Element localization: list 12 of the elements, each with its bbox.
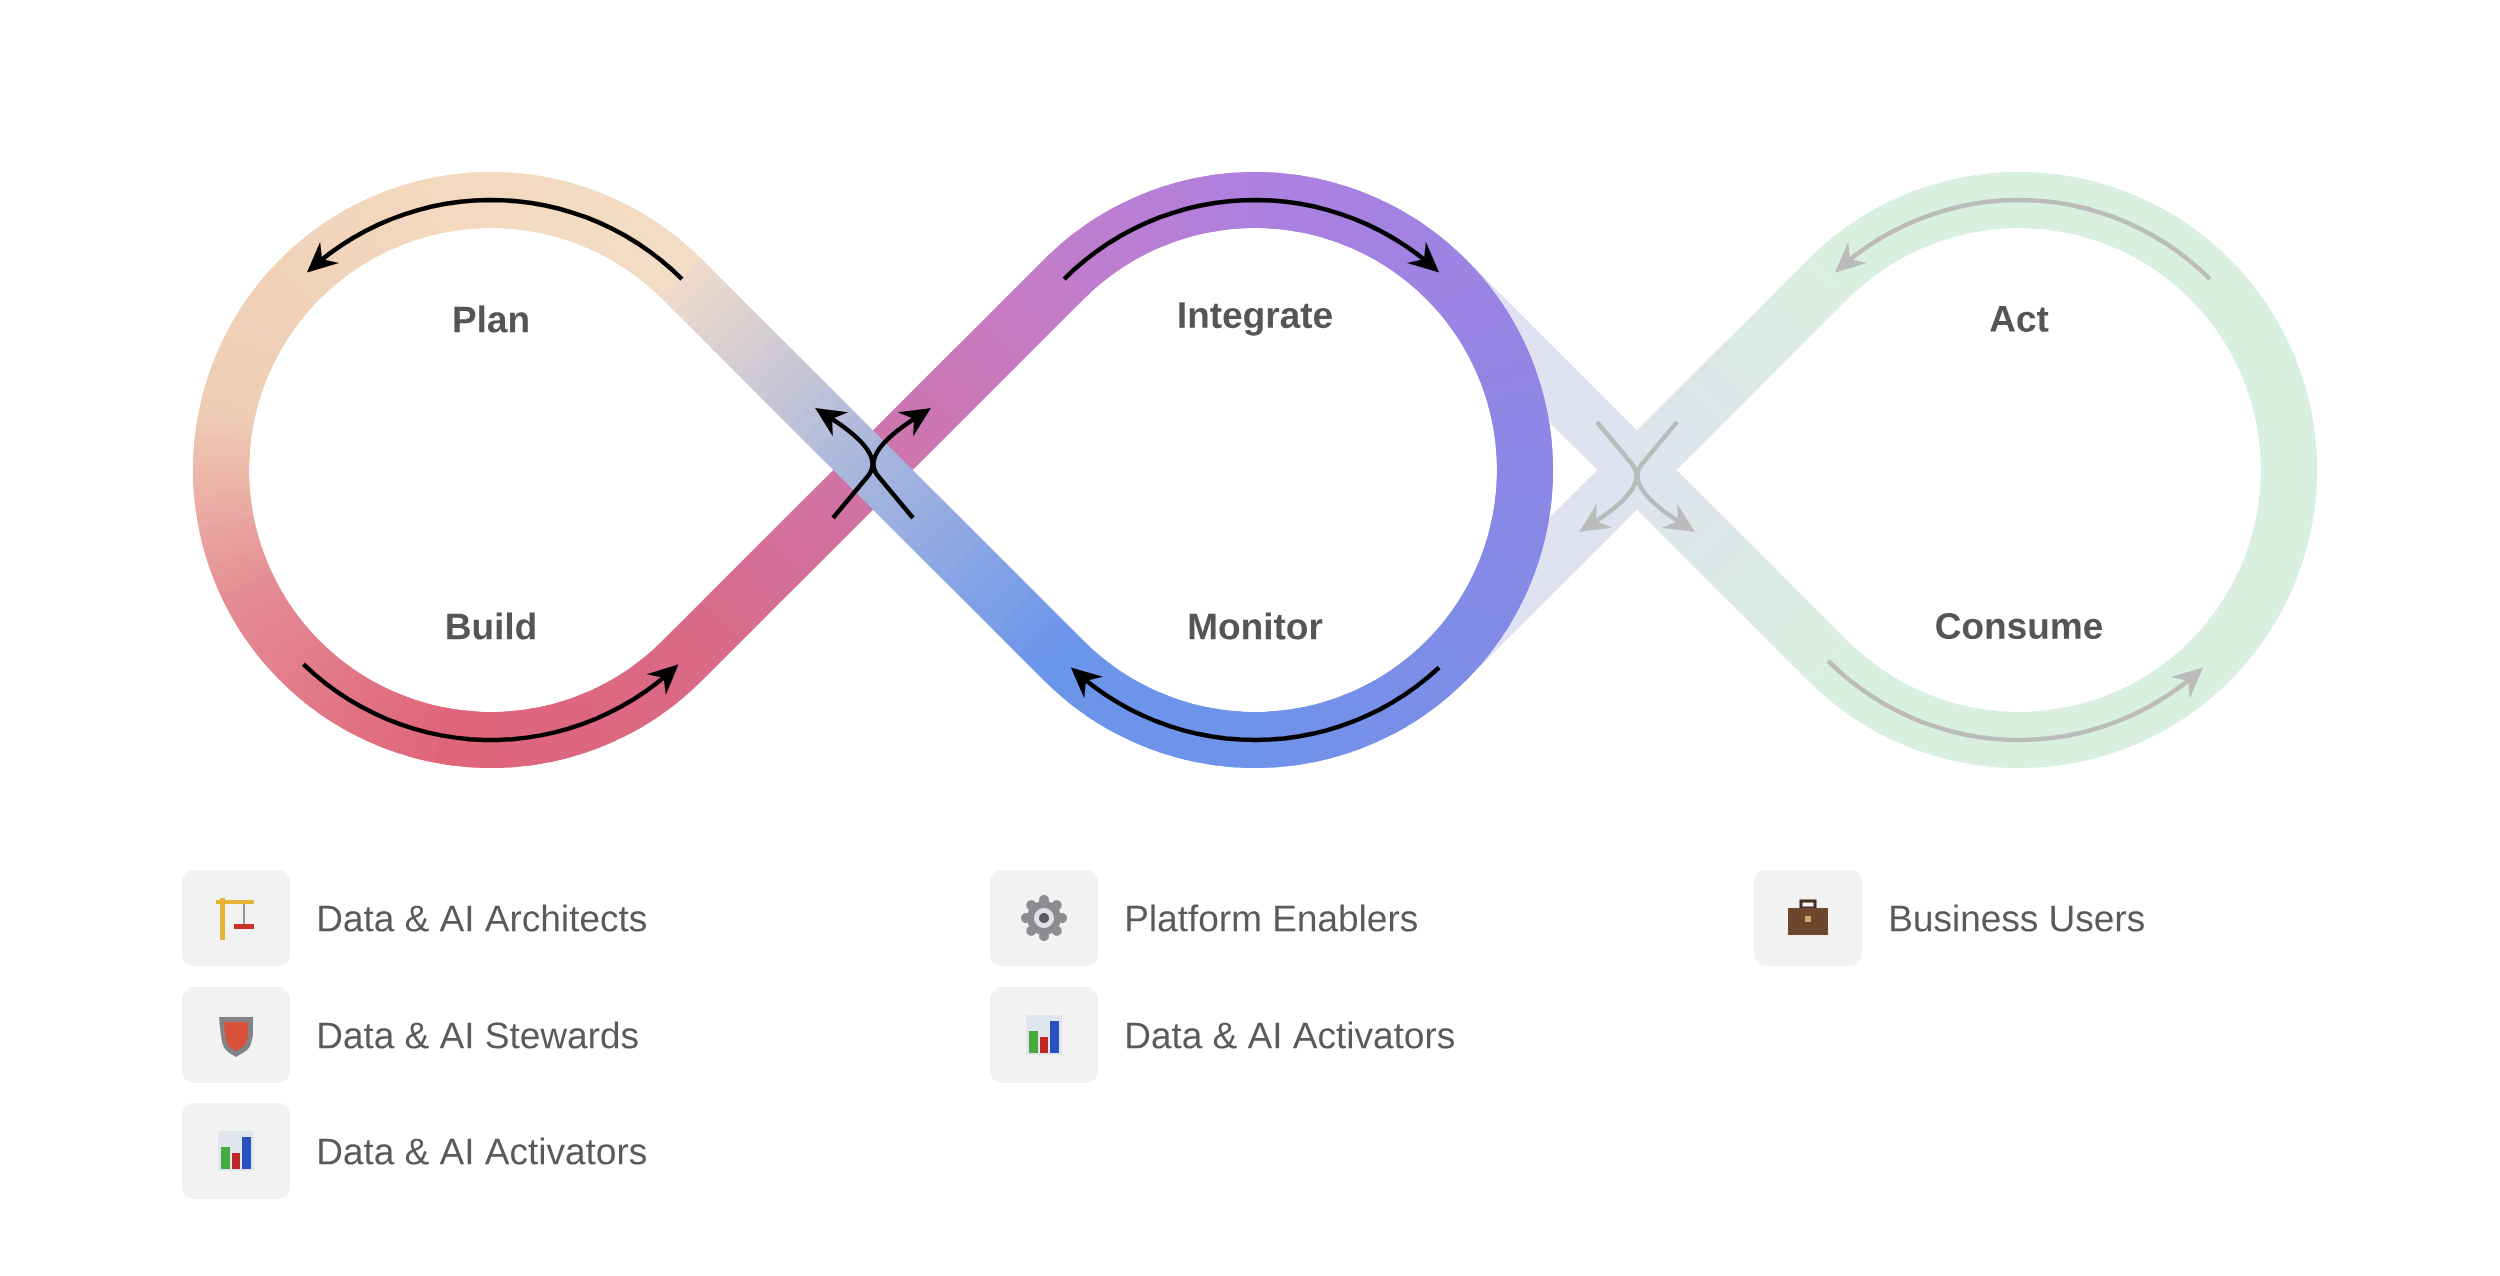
legend-text: Data & AI Architects bbox=[319, 904, 646, 932]
legend-text: Platform Enablers bbox=[1127, 904, 1417, 932]
stage-label: Build bbox=[447, 612, 535, 640]
legend-text: Data & AI Activators bbox=[319, 1137, 646, 1165]
legend-text: Data & AI Stewards bbox=[319, 1021, 638, 1049]
stage-label: Monitor bbox=[1189, 612, 1323, 640]
legend-text: Business Users bbox=[1891, 904, 2144, 932]
legend-text: Data & AI Activators bbox=[1127, 1021, 1454, 1049]
stage-label: Consume bbox=[1936, 612, 2103, 640]
stage-label: Integrate bbox=[1179, 302, 1332, 336]
stage-label: Act bbox=[1990, 306, 2049, 332]
stage-label: Plan bbox=[454, 305, 528, 333]
